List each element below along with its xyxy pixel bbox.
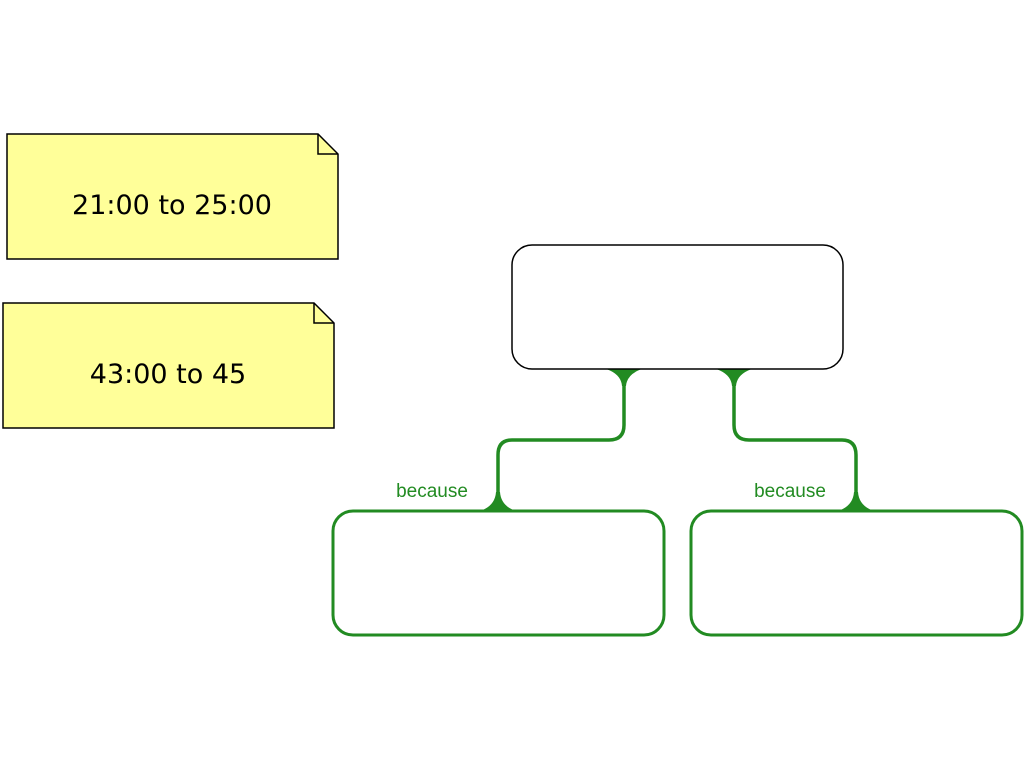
link-label-right: because: [754, 481, 826, 502]
sticky-note-1-fold: [317, 134, 338, 155]
connector-left: [496, 368, 626, 510]
sticky-note-2[interactable]: 43:00 to 45: [2, 302, 335, 429]
connectors: [480, 368, 874, 511]
connector-left-root-joint: [603, 368, 645, 386]
connector-right: [732, 368, 858, 510]
connector-left-child-joint: [480, 492, 516, 511]
connector-right-root-joint: [713, 368, 755, 386]
sticky-note-2-fold: [313, 303, 334, 324]
sticky-note-2-text: 43:00 to 45: [90, 359, 246, 390]
sticky-note-1[interactable]: 21:00 to 25:00: [6, 133, 339, 260]
child-node-right[interactable]: [689, 509, 1024, 637]
connector-right-child-joint: [838, 492, 874, 511]
sticky-note-2-body: [2, 302, 335, 429]
root-node-box: [511, 244, 844, 370]
link-label-left: because: [396, 481, 468, 502]
sticky-note-1-text: 21:00 to 25:00: [72, 190, 272, 221]
child-node-left[interactable]: [331, 509, 666, 637]
child-node-left-box: [331, 509, 666, 637]
sticky-note-1-body: [6, 133, 339, 260]
root-node[interactable]: [511, 244, 844, 370]
child-node-right-box: [689, 509, 1024, 637]
